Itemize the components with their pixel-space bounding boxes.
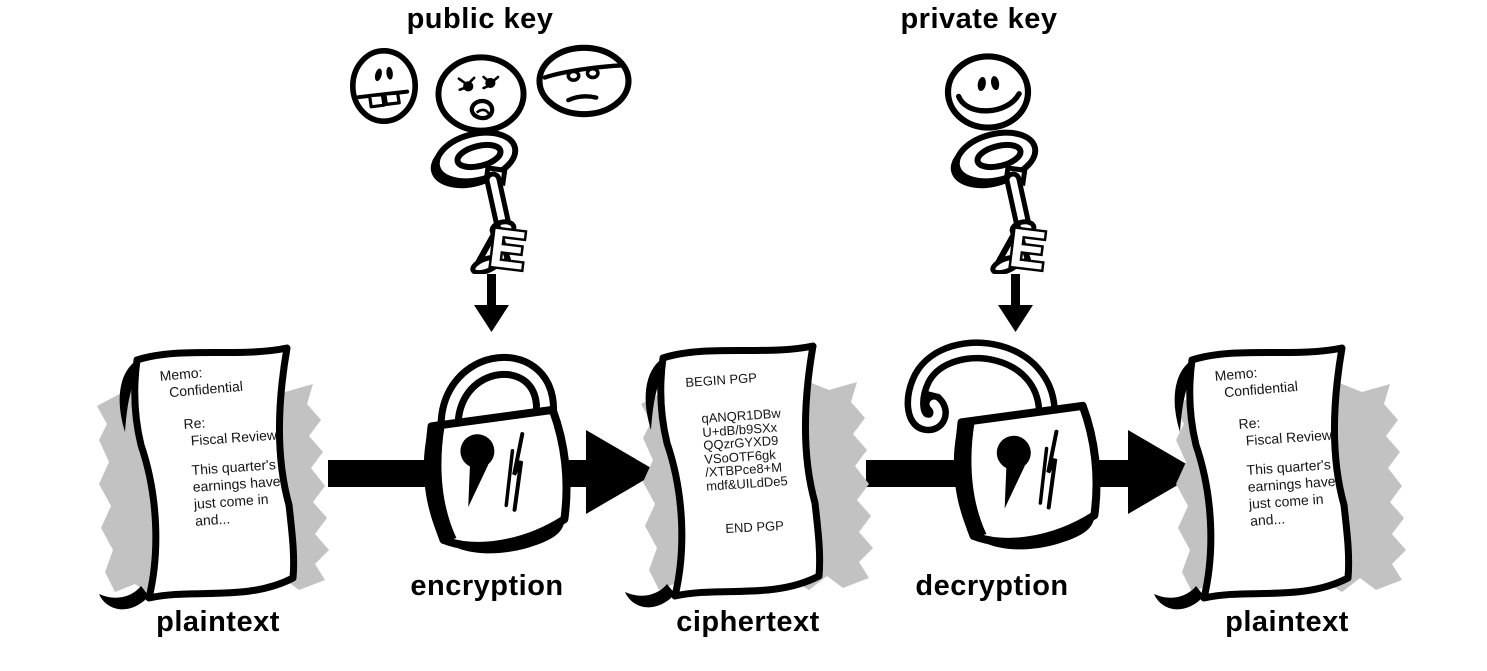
plaintext-document: Memo: Confidential Re: Fiscal Review Thi… xyxy=(75,340,329,620)
decryption-label: decryption xyxy=(915,570,1069,602)
grinning-face-icon xyxy=(350,48,418,124)
paper-scroll-icon xyxy=(97,344,329,610)
pgp-end: END PGP xyxy=(724,517,785,536)
private-key-icon: E xyxy=(950,129,1052,274)
svg-text:E: E xyxy=(1006,218,1049,274)
unlocked-padlock-icon xyxy=(904,339,1101,550)
ciphertext-label: ciphertext xyxy=(676,606,820,638)
plaintext-label: plaintext xyxy=(1225,606,1349,638)
svg-text:E: E xyxy=(486,218,529,274)
paper-scroll-icon xyxy=(625,342,873,608)
smiley-face-icon xyxy=(944,53,1032,131)
locked-padlock-icon xyxy=(423,353,571,554)
private-key-label: private key xyxy=(900,3,1058,35)
ciphertext-document: BEGIN PGP qANQR1DBw U+dB/b9SXx QQzrGYXD9… xyxy=(601,338,873,618)
public-key-label: public key xyxy=(406,3,554,35)
skeptical-face-icon xyxy=(536,44,632,118)
encryption-label: encryption xyxy=(410,570,564,602)
down-arrow-icon xyxy=(474,274,509,332)
paper-scroll-icon xyxy=(1154,344,1406,610)
down-arrow-icon xyxy=(998,274,1033,332)
plaintext-document: Memo: Confidential Re: Fiscal Review Thi… xyxy=(1130,340,1406,620)
public-key-icon: E xyxy=(430,129,532,274)
plaintext-label: plaintext xyxy=(156,606,280,638)
silly-face-icon xyxy=(435,54,527,134)
